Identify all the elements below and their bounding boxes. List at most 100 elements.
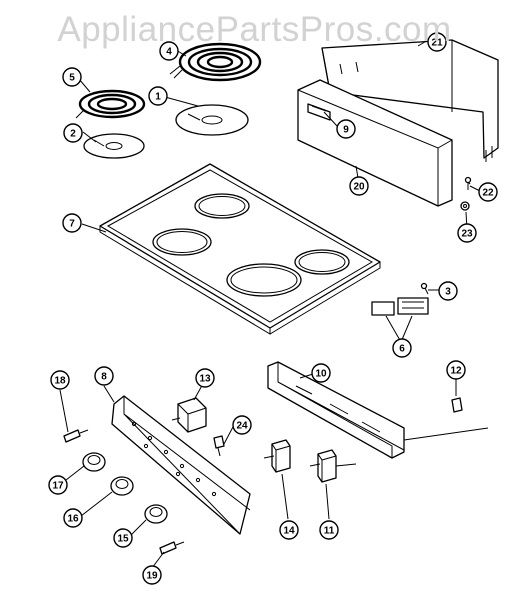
callout-circle <box>336 119 356 139</box>
callout-label: 2 <box>70 129 76 140</box>
terminal-12 <box>451 388 463 413</box>
callout-circle <box>50 370 70 390</box>
callout-8: 8 <box>94 366 114 386</box>
callout-7: 7 <box>62 213 82 233</box>
screw-3 <box>420 282 429 295</box>
callout-circle <box>279 520 299 540</box>
callout-label: 11 <box>324 526 335 537</box>
callout-label: 20 <box>353 182 365 193</box>
callout-label: 10 <box>315 369 327 380</box>
callout-label: 19 <box>146 571 158 582</box>
callout-label: 4 <box>166 47 172 58</box>
leader-lines <box>59 39 481 569</box>
callout-circle <box>195 368 215 388</box>
callout-12: 12 <box>446 360 466 380</box>
callout-4: 4 <box>159 41 179 61</box>
callout-17: 17 <box>48 475 68 495</box>
callout-label: 22 <box>482 188 494 199</box>
callout-23: 23 <box>457 223 477 243</box>
callout-label: 9 <box>343 125 349 136</box>
callout-circle <box>63 508 83 528</box>
shaft-18 <box>63 429 89 443</box>
surface-element-small <box>75 89 146 119</box>
manifold-panel <box>111 395 251 535</box>
callout-13: 13 <box>195 368 215 388</box>
callout-circle <box>457 223 477 243</box>
drip-bowl-small <box>83 133 145 159</box>
callout-circle <box>48 475 68 495</box>
knob-16 <box>110 476 134 496</box>
callout-22: 22 <box>478 182 498 202</box>
callout-19: 19 <box>142 565 162 585</box>
callout-6: 6 <box>392 338 412 358</box>
bracket-10 <box>267 361 489 459</box>
callout-circle <box>148 86 168 106</box>
knob-15 <box>144 504 168 524</box>
callout-circle <box>142 565 162 585</box>
callout-18: 18 <box>50 370 70 390</box>
callout-circle <box>63 123 83 143</box>
callout-label: 3 <box>445 287 451 298</box>
screw-22 <box>464 176 472 190</box>
callout-circle <box>392 338 412 358</box>
callout-circle <box>159 41 179 61</box>
callout-label: 23 <box>461 229 473 240</box>
callout-24: 24 <box>232 415 252 435</box>
callout-circle <box>319 520 339 540</box>
callout-circle <box>311 363 331 383</box>
callout-label: 16 <box>67 514 79 525</box>
callout-label: 15 <box>117 534 129 545</box>
callout-circle <box>113 528 133 548</box>
callout-label: 7 <box>69 219 75 230</box>
shaft-19 <box>159 541 185 555</box>
clip-6 <box>371 297 429 316</box>
callout-circle <box>94 366 114 386</box>
callout-2: 2 <box>63 123 83 143</box>
callout-label: 13 <box>199 374 211 385</box>
watermark: AppliancePartsPros.com <box>57 10 452 49</box>
callout-circle <box>232 415 252 435</box>
callout-circle <box>446 360 466 380</box>
cooktop <box>99 163 381 335</box>
callout-label: 6 <box>399 344 405 355</box>
surface-element-large <box>169 42 262 82</box>
switch-13 <box>171 397 207 433</box>
callout-circle <box>62 213 82 233</box>
callout-3: 3 <box>438 281 458 301</box>
callout-label: 8 <box>101 372 107 383</box>
callout-label: 17 <box>52 481 64 492</box>
callout-label: 12 <box>450 366 462 377</box>
callout-11: 11 <box>319 520 339 540</box>
callout-circle <box>438 281 458 301</box>
callout-10: 10 <box>311 363 331 383</box>
control-panel <box>297 79 453 207</box>
callout-label: 5 <box>69 73 75 84</box>
switch-14 <box>263 439 291 473</box>
switch-11 <box>309 449 357 483</box>
callout-label: 1 <box>155 92 161 103</box>
callout-9: 9 <box>336 119 356 139</box>
callout-circle <box>62 67 82 87</box>
washer-23 <box>460 201 470 211</box>
callout-circle <box>349 176 369 196</box>
backguard <box>321 39 499 162</box>
callout-circle <box>427 32 447 52</box>
drip-bowl-large <box>175 104 249 136</box>
callout-14: 14 <box>279 520 299 540</box>
callout-label: 24 <box>236 421 248 432</box>
callout-label: 14 <box>283 526 295 537</box>
knob-17 <box>82 452 106 472</box>
callout-label: 21 <box>431 38 443 49</box>
callout-5: 5 <box>62 67 82 87</box>
callout-16: 16 <box>63 508 83 528</box>
callout-21: 21 <box>427 32 447 52</box>
callout-1: 1 <box>148 86 168 106</box>
callout-20: 20 <box>349 176 369 196</box>
callout-15: 15 <box>113 528 133 548</box>
callout-circle <box>478 182 498 202</box>
indicator-light-24 <box>213 435 225 457</box>
callout-label: 18 <box>54 376 66 387</box>
